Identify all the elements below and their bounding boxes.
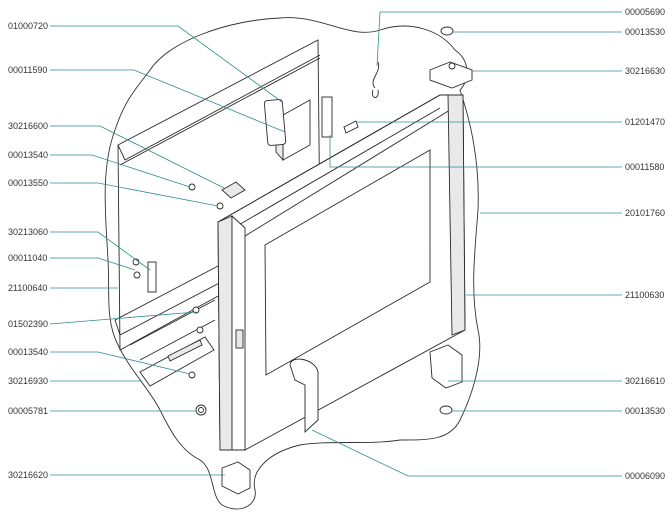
leader-00013540-a — [50, 154, 191, 188]
callout-00005690: 00005690 — [625, 7, 665, 17]
latch-bracket — [147, 261, 157, 293]
callout-00013530-b: 00013530 — [625, 406, 665, 416]
callout-00013540-a: 00013540 — [8, 150, 48, 160]
leader-30216600 — [50, 125, 225, 189]
callout-21100640: 21100640 — [8, 283, 47, 293]
callout-00013540-b: 00013540 — [8, 347, 48, 357]
bottom-hinge-bracket — [429, 344, 463, 389]
top-cap — [440, 26, 454, 36]
callout-01000720: 01000720 — [8, 21, 48, 31]
cover-bracket — [221, 181, 246, 199]
switch-cable — [371, 61, 380, 98]
lower-hinge-bracket-slot — [167, 339, 203, 362]
screw-4 — [133, 271, 141, 279]
leader-00005690 — [376, 11, 622, 67]
callout-00005781: 00005781 — [8, 406, 48, 416]
leader-00011580 — [329, 135, 622, 168]
leader-00011590 — [50, 69, 286, 133]
callout-00011580: 00011580 — [625, 162, 664, 172]
top-hinge-pin — [448, 62, 456, 70]
switch-body — [343, 120, 359, 134]
door-latch-plate — [235, 329, 244, 349]
door-handle — [289, 358, 319, 434]
leader-00013550 — [50, 182, 219, 207]
callout-00011590: 00011590 — [8, 65, 47, 75]
control-box-gasket — [263, 99, 287, 146]
back-panel-lower-frame — [129, 299, 216, 361]
screw-5 — [188, 371, 196, 379]
screw-6 — [192, 306, 200, 314]
callout-30213060: 30213060 — [8, 227, 48, 237]
door-window — [264, 149, 431, 376]
callout-21100630: 21100630 — [625, 290, 664, 300]
callout-30216600: 30216600 — [8, 121, 48, 131]
callout-30216620: 30216620 — [8, 470, 48, 480]
callout-01502390: 01502390 — [8, 319, 48, 329]
leader-30213060 — [50, 231, 151, 271]
callout-30216630: 30216630 — [625, 66, 665, 76]
door-right-post — [447, 94, 466, 336]
hinge-strip — [321, 96, 333, 138]
callout-30216610: 30216610 — [625, 376, 665, 386]
bottom-cap — [439, 405, 453, 415]
knob-inner — [198, 407, 204, 413]
callout-30216930: 30216930 — [8, 376, 48, 386]
leader-01000720 — [50, 25, 283, 103]
leader-01502390 — [49, 311, 197, 325]
leader-00011040 — [50, 257, 136, 271]
bottom-bracket — [221, 461, 251, 495]
callout-00011040: 00011040 — [8, 253, 47, 263]
screw-7 — [196, 326, 204, 334]
callout-00006090: 00006090 — [625, 471, 665, 481]
door-left-post — [217, 215, 233, 451]
callout-20101760: 20101760 — [625, 208, 665, 218]
door-top-edge — [217, 94, 451, 237]
callout-00013550: 00013550 — [8, 178, 48, 188]
leader-00013540-b — [50, 351, 191, 375]
callout-01201470: 01201470 — [625, 117, 665, 127]
knob — [195, 404, 207, 416]
top-hinge-bracket — [429, 61, 473, 89]
callout-00013530-a: 00013530 — [625, 27, 665, 37]
leader-00006090 — [311, 429, 622, 477]
back-panel-top-flange — [117, 54, 321, 166]
